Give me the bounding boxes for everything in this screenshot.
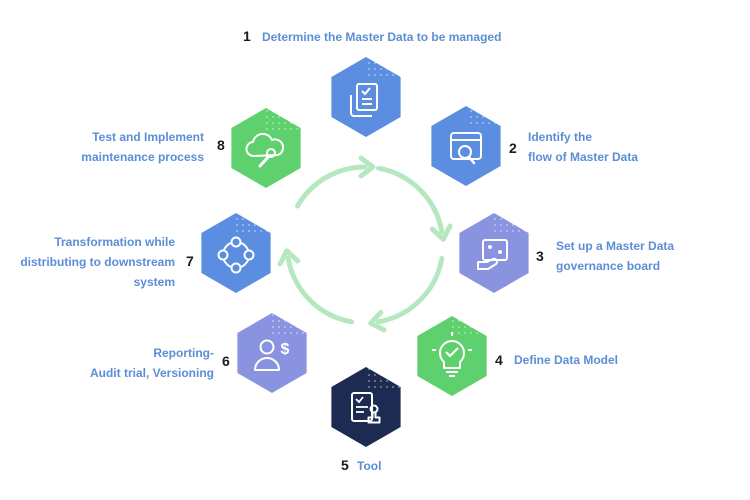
step-4-label-line-1: Define Data Model [514,353,619,367]
step-6-label: Reporting- Audit trial, Versioning [90,343,214,383]
step-8-label-line-1: Test and Implement [92,130,204,144]
cycle-arrowhead-4 [277,248,301,267]
step-hexagons: $ [201,57,529,447]
step-7-hexagon [201,213,271,293]
step-1-hexagon [331,57,401,137]
window-magnifier-icon [450,132,482,165]
step-5-label: Tool [357,456,381,476]
step-3-label: Set up a Master Data governance board [556,236,674,276]
cycle-arrowhead-2 [429,223,453,242]
step-2-hexagon [431,106,501,186]
step-3-label-line-1: Set up a Master Data [556,239,675,253]
cycle-arrows [277,155,453,333]
cycle-arrowhead-1 [358,155,376,179]
hand-board-icon [477,239,508,270]
person-dollar-icon: $ [254,339,290,371]
step-2-label: Identify the flow of Master Data [528,127,638,167]
step-1-label-line-1: Determine the Master Data to be managed [262,30,502,44]
cloud-wrench-icon [245,132,285,168]
lightbulb-check-icon [432,332,472,377]
step-4-hexagon [417,316,487,396]
step-6-hexagon: $ [237,313,307,393]
connected-nodes-icon [217,236,255,274]
step-7-label-line-3: system [133,275,175,289]
step-8-label-line-2: maintenance process [81,150,204,164]
step-6-label-line-2: Audit trial, Versioning [89,366,214,380]
step-3-number: 3 [536,248,544,264]
step-7-number: 7 [186,253,194,269]
step-7-label: Transformation while distributing to dow… [20,232,175,292]
cycle-arc-2 [376,165,445,234]
step-8-hexagon [231,108,301,188]
step-6-label-line-1: Reporting- [153,346,214,360]
step-7-label-line-1: Transformation while [54,235,175,249]
step-3-hexagon [459,213,529,293]
step-1-label: Determine the Master Data to be managed [262,27,501,47]
step-4-number: 4 [495,352,503,368]
step-7-label-line-2: distributing to downstream [20,255,175,269]
step-3-label-line-2: governance board [556,259,661,273]
step-8-label: Test and Implement maintenance process [81,127,204,167]
checklist-document-icon [350,83,378,117]
step-5-label-line-1: Tool [357,459,382,473]
cycle-arc-3 [376,256,445,325]
cycle-arc-4 [285,256,354,325]
step-2-label-line-1: Identify the [528,130,593,144]
document-stamp-icon [351,392,381,424]
step-5-hexagon [331,367,401,447]
step-6-number: 6 [222,353,230,369]
step-1-number: 1 [243,28,251,44]
cycle-arrowhead-3 [368,309,387,333]
step-2-label-line-2: flow of Master Data [528,150,639,164]
step-2-number: 2 [509,140,517,156]
svg-text:$: $ [281,341,290,358]
cycle-arc-1 [295,164,368,209]
step-8-number: 8 [217,137,225,153]
step-4-label: Define Data Model [514,350,618,370]
step-5-number: 5 [341,457,349,473]
